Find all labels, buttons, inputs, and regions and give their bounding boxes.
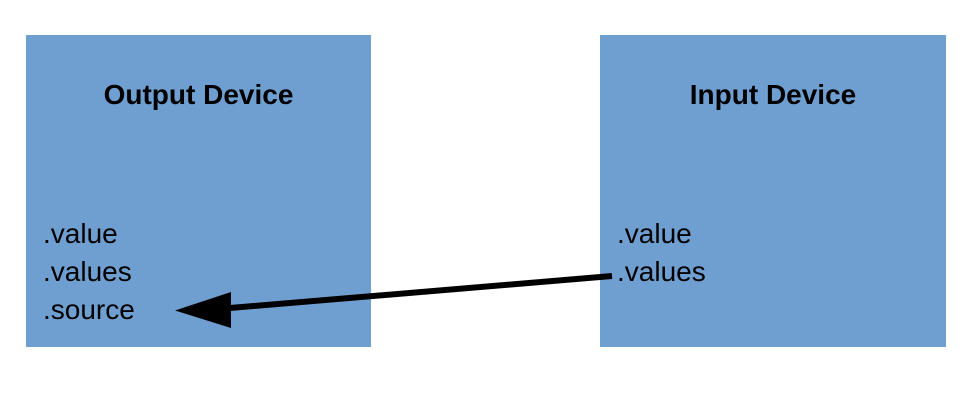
output-device-box[interactable]: Output Device .value .values .source [26,35,371,347]
input-device-property-list: .value .values [617,215,706,291]
list-item: .values [617,256,706,287]
list-item: .value [617,218,692,249]
input-device-title: Input Device [689,79,857,110]
list-item: .value [43,218,118,249]
output-device-property-list: .value .values .source [43,215,135,329]
input-device-box[interactable]: Input Device .value .values [600,35,946,347]
list-item: .source [43,294,135,325]
output-device-title: Output Device [103,79,294,110]
list-item: .values [43,256,132,287]
